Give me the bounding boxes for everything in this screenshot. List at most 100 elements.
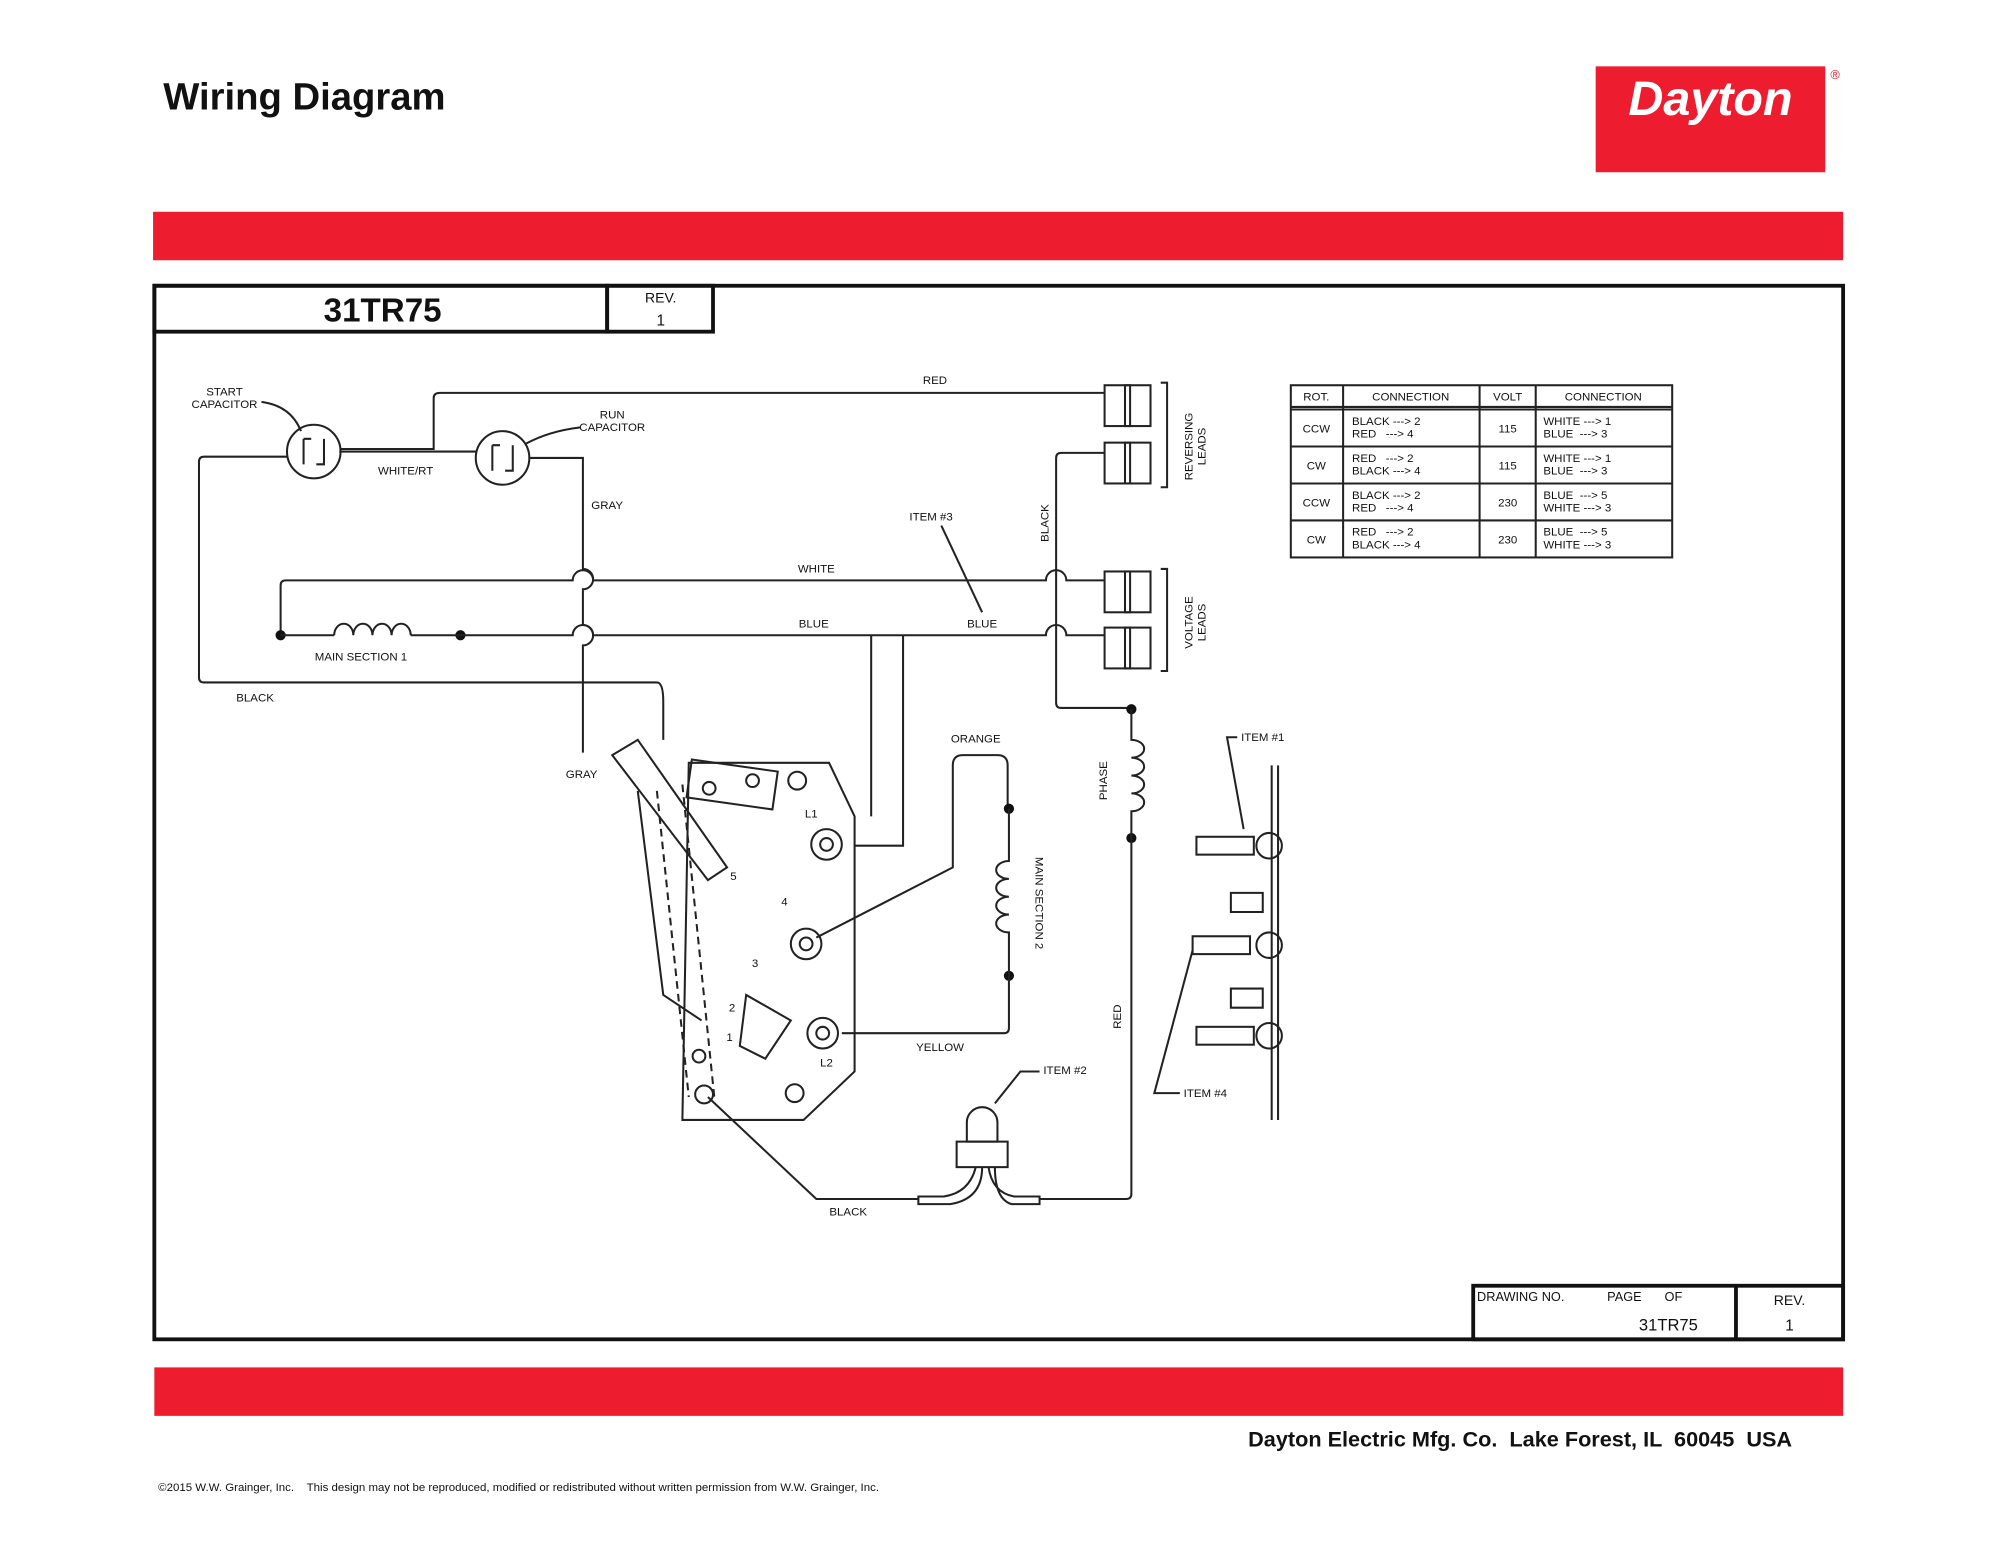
connection-table: ROT. CONNECTION VOLT CONNECTION CCW BLAC… [1289,384,1674,559]
table-rows-1-conn1b-label: BLACK ---> 4 [1352,466,1421,478]
drawing-rev-label-label: REV. [645,289,676,305]
labels-voltage2-label: LEADS [1196,603,1208,641]
table-rows-2-conn1a-label: BLACK ---> 2 [1352,490,1421,502]
table-rows-1-rot-label: CW [1307,460,1326,472]
red-wire [340,391,1105,451]
title-block-page-label: PAGE [1607,1289,1641,1304]
table-rows-2-conn2b-label: WHITE ---> 3 [1543,503,1611,515]
terminal-board-icon [610,738,856,1121]
indicator-light-icon [917,1106,1041,1206]
drawing-frame [152,283,1846,1342]
table-rows-0-conn2a-label: WHITE ---> 1 [1543,416,1611,428]
white-wire [279,569,1105,636]
labels-main2-label: MAIN SECTION 2 [1033,857,1045,949]
bottom-red-bar [154,1367,1844,1416]
title-block-rev-label: 1 [1785,1317,1794,1334]
gray-wire [529,456,595,753]
wiring-schematic: START CAPACITOR RUN CAPACITOR RED WHITE/… [192,375,1285,1219]
labels-t5-label: 5 [730,871,736,883]
drawing-number: 31TR75 [324,292,442,329]
page-title: Wiring Diagram [163,76,445,119]
labels-phase-label: PHASE [1098,761,1110,800]
labels-t4-label: 4 [781,897,788,909]
title-block-number-label: 31TR75 [1639,1315,1698,1334]
labels-yellow-label: YELLOW [916,1042,964,1054]
table-rows-0-volt-label: 115 [1499,423,1517,435]
start-capacitor-icon [285,423,342,480]
blue-wire [460,624,1105,637]
labels-black-left-label: BLACK [236,693,274,705]
table-headers-0-label: ROT. [1303,392,1329,404]
table-rows-3-volt-label: 230 [1498,534,1517,546]
header-logo-label: Dayton [1628,72,1792,126]
table-row: CW RED ---> 2 BLACK ---> 4 230 BLUE --->… [1307,527,1611,552]
labels-reversing-label: REVERSING [1184,413,1196,481]
labels-gray2-label: GRAY [566,769,598,781]
table-rows-1-conn1a-label: RED ---> 2 [1352,453,1413,465]
drawing-header: 31TR75 REV. 1 [152,283,715,334]
table-rows-1-conn2a-label: WHITE ---> 1 [1543,453,1611,465]
labels-blue2-label: BLUE [967,619,997,631]
labels-red-top-label: RED [923,375,947,387]
main-section-1-coil-icon [333,622,412,636]
table-headers-2-label: VOLT [1493,392,1522,404]
drawing-rev-label: 1 [656,312,665,329]
labels-white-rt-label: WHITE/RT [378,466,433,478]
black-wire [197,455,665,740]
table-row: CCW BLACK ---> 2 RED ---> 4 115 WHITE --… [1303,416,1612,441]
title-block: DRAWING NO. PAGE OF 31TR75 REV. 1 [1471,1283,1846,1342]
table-rows-2-volt-label: 230 [1498,497,1517,509]
table-rows-0-conn1a-label: BLACK ---> 2 [1352,416,1421,428]
top-red-bar [153,211,1844,261]
table-rows-0-conn1b-label: RED ---> 4 [1352,429,1414,441]
labels-t3-label: 3 [752,958,758,970]
table-rows-2-conn2a-label: BLUE ---> 5 [1543,490,1607,502]
labels-run-cap-1-label: RUN [600,409,625,421]
table-rows-3-conn2a-label: BLUE ---> 5 [1543,527,1607,539]
company-address: Dayton Electric Mfg. Co. Lake Forest, IL… [1248,1426,1792,1451]
labels-reversing2-label: LEADS [1196,427,1208,465]
labels-main1-label: MAIN SECTION 1 [315,652,407,664]
table-headers-3-label: CONNECTION [1565,392,1642,404]
main-section-2-coil-icon [995,808,1010,976]
labels-white-label: WHITE [798,564,835,576]
table-rows-1-volt-label: 115 [1499,460,1517,472]
title-block-rev-label-label: REV. [1774,1292,1805,1308]
table-rows-3-conn1a-label: RED ---> 2 [1352,527,1413,539]
labels-start-cap-1-label: START [206,386,243,398]
labels-t2-label: 2 [729,1003,735,1015]
table-rows-2-rot-label: CCW [1303,497,1331,509]
table-rows-0-conn2b-label: BLUE ---> 3 [1543,429,1607,441]
table-rows-3-conn1b-label: BLACK ---> 4 [1352,540,1421,552]
table-row: CW RED ---> 2 BLACK ---> 4 115 WHITE ---… [1307,453,1611,478]
lead-connectors-icon [1103,381,1169,672]
labels-black-bottom-label: BLACK [829,1207,867,1219]
mounting-hardware-icon [1191,765,1283,1120]
labels-black-vert-label: BLACK [1039,504,1051,542]
table-headers-1-label: CONNECTION [1372,392,1449,404]
labels-t1-label: 1 [726,1032,732,1044]
labels-red-vert-label: RED [1112,1005,1124,1029]
labels-item4-label: ITEM #4 [1184,1088,1228,1100]
labels-start-cap-2-label: CAPACITOR [192,399,258,411]
labels-run-cap-2-label: CAPACITOR [579,422,645,434]
labels-orange-label: ORANGE [951,733,1001,745]
table-rows-3-conn2b-label: WHITE ---> 3 [1543,540,1611,552]
phase-coil-icon [1130,709,1146,839]
run-capacitor-icon [474,430,531,486]
labels-item1-label: ITEM #1 [1241,732,1284,744]
labels-item3-label: ITEM #3 [909,511,952,523]
labels-l1-label: L1 [805,809,818,821]
table-rows-2-conn1b-label: RED ---> 4 [1352,503,1414,515]
labels-voltage-label: VOLTAGE [1184,596,1196,649]
title-block-drawing-no-label: DRAWING NO. [1477,1289,1564,1304]
table-rows-0-rot-label: CCW [1303,423,1331,435]
table-rows-1-conn2b-label: BLUE ---> 3 [1543,466,1607,478]
dayton-logo: Dayton ® [1595,66,1840,173]
table-row: CCW BLACK ---> 2 RED ---> 4 230 BLUE ---… [1303,490,1612,515]
labels-gray-label: GRAY [591,500,623,512]
copyright-notice: ©2015 W.W. Grainger, Inc. This design ma… [158,1482,879,1494]
labels-l2-label: L2 [820,1057,833,1069]
labels-blue1-label: BLUE [799,619,829,631]
